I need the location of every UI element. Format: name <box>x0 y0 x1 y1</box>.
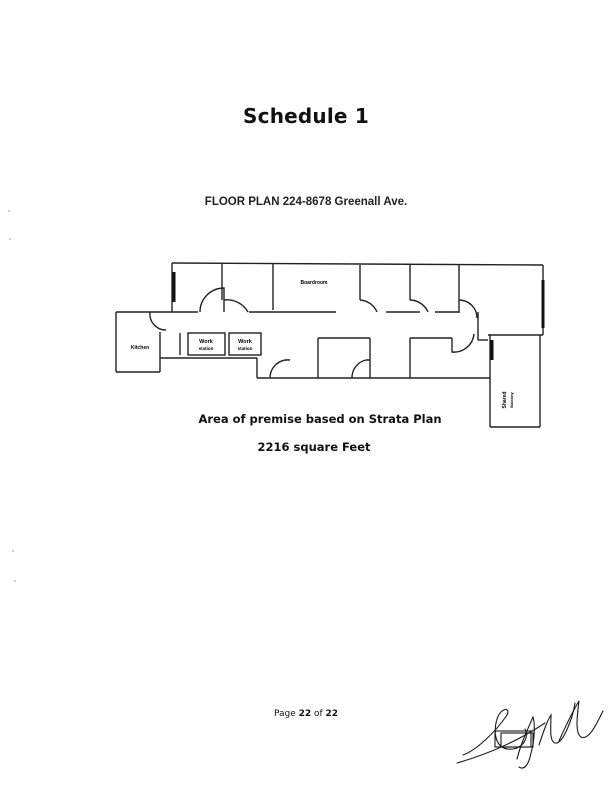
square-feet: 2216 square Feet <box>257 440 371 454</box>
shared-balcony-label-line1: Shared <box>502 392 508 409</box>
handwritten-signature <box>456 700 604 769</box>
footer-prefix: Page <box>273 709 299 719</box>
kitchen-label: Kitchen <box>131 345 149 351</box>
schedule-title: Schedule 1 <box>243 104 369 128</box>
footer-middle: of <box>311 709 326 719</box>
scan-speck <box>12 550 14 552</box>
footer-total-pages: 22 <box>325 709 339 719</box>
workstation-2-label-line2: station <box>238 346 253 351</box>
area-note: Area of premise based on Strata Plan <box>198 412 442 426</box>
scan-speck <box>8 210 10 212</box>
floor-plan-title: FLOOR PLAN 224-8678 Greenall Ave. <box>204 196 408 208</box>
page-footer: Page 22 of 22 <box>0 709 612 719</box>
shared-balcony-label-line2: Balcony <box>509 391 514 407</box>
boardroom-label: Boardroom <box>301 280 329 286</box>
scan-speck <box>9 238 11 240</box>
workstation-1-label-line1: Work <box>199 339 214 345</box>
footer-current-page: 22 <box>298 709 312 719</box>
scan-speck <box>14 580 16 582</box>
workstation-2-label-line1: Work <box>238 339 253 345</box>
workstation-1-label-line2: station <box>199 346 214 351</box>
